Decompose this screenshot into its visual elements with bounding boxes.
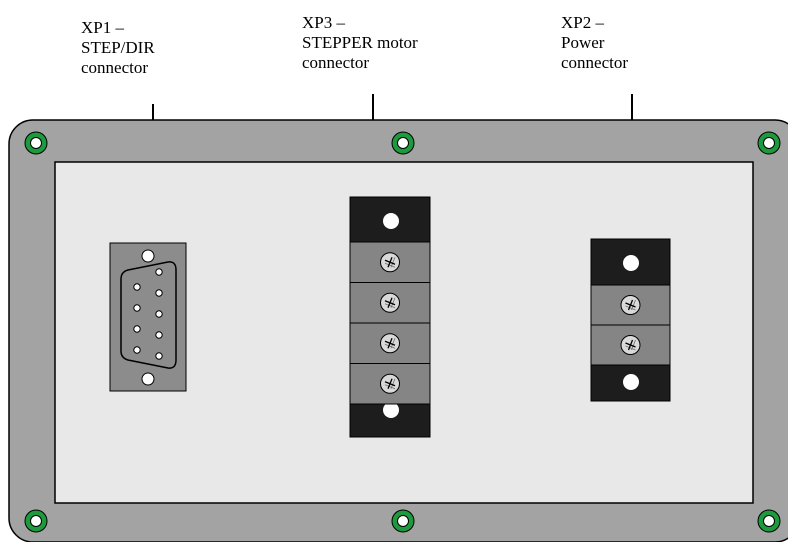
db9-pin bbox=[155, 268, 163, 276]
xp1-label-line-2: STEP/DIR bbox=[81, 38, 155, 57]
screw-head-icon bbox=[620, 335, 641, 355]
screw-head-icon bbox=[380, 292, 400, 313]
xp3-mount-hole-bottom bbox=[383, 402, 399, 418]
mounting-hole bbox=[757, 131, 781, 155]
db9-screw-hole-top bbox=[141, 249, 155, 263]
xp2-power-terminal-block bbox=[590, 238, 671, 402]
xp1-label-line-1: XP1 – bbox=[81, 18, 124, 37]
xp1-label-line-3: connector bbox=[81, 58, 149, 77]
xp3-screw-terminals bbox=[349, 241, 431, 405]
db9-pin bbox=[155, 331, 163, 339]
xp2-label-line-1: XP2 – bbox=[561, 13, 604, 32]
db9-pin bbox=[133, 304, 141, 312]
xp2-label: XP2 – Power connector bbox=[561, 13, 628, 73]
xp2-mount-hole-top bbox=[623, 255, 639, 271]
xp3-mount-hole-top bbox=[383, 213, 399, 229]
mounting-hole bbox=[24, 131, 48, 155]
xp3-terminal-1 bbox=[349, 241, 431, 283]
xp1-db9-connector bbox=[109, 242, 187, 392]
mounting-holes bbox=[24, 131, 781, 533]
mounting-hole bbox=[391, 131, 415, 155]
db9-pin bbox=[155, 310, 163, 318]
xp2-mount-hole-bottom bbox=[623, 374, 639, 390]
db9-pin bbox=[155, 352, 163, 360]
xp2-screw-terminals bbox=[590, 284, 671, 366]
xp2-label-line-3: connector bbox=[561, 53, 629, 72]
screw-head-icon bbox=[380, 373, 400, 394]
xp2-terminal-2 bbox=[590, 324, 671, 366]
xp3-label-line-3: connector bbox=[302, 53, 370, 72]
screw-head-icon bbox=[620, 295, 641, 315]
xp3-terminal-4 bbox=[349, 363, 431, 405]
xp3-stepper-terminal-block bbox=[349, 196, 431, 438]
mounting-hole bbox=[24, 509, 48, 533]
db9-pin bbox=[133, 283, 141, 291]
xp1-label: XP1 – STEP/DIR connector bbox=[81, 18, 155, 78]
db9-pin bbox=[133, 325, 141, 333]
mounting-hole bbox=[391, 509, 415, 533]
xp3-label: XP3 – STEPPER motor connector bbox=[302, 13, 418, 73]
xp3-terminal-2 bbox=[349, 282, 431, 324]
mounting-hole bbox=[757, 509, 781, 533]
db9-screw-hole-bottom bbox=[141, 372, 155, 386]
screw-head-icon bbox=[380, 333, 400, 354]
db9-d-shell bbox=[120, 261, 177, 369]
db9-pins bbox=[133, 268, 163, 360]
xp2-terminal-1 bbox=[590, 284, 671, 326]
db9-pin bbox=[155, 289, 163, 297]
db9-pin bbox=[133, 346, 141, 354]
xp2-label-line-2: Power bbox=[561, 33, 605, 52]
xp3-terminal-3 bbox=[349, 322, 431, 364]
xp3-label-line-2: STEPPER motor bbox=[302, 33, 418, 52]
xp3-label-line-1: XP3 – bbox=[302, 13, 345, 32]
screw-head-icon bbox=[380, 252, 400, 273]
